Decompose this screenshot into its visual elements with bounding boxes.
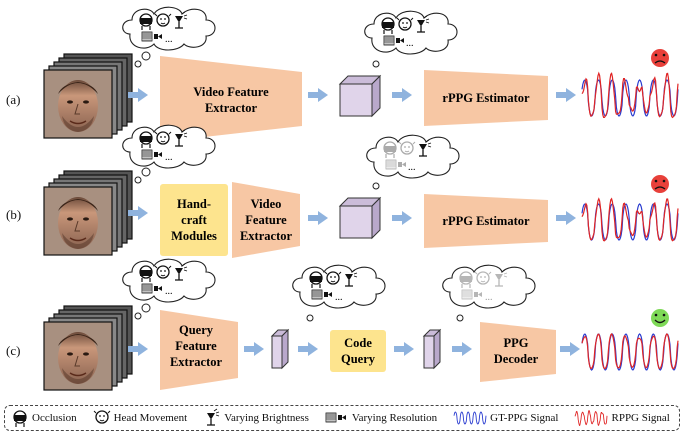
legend-occlusion: Occlusion — [11, 408, 77, 428]
feature-cube-a — [339, 75, 381, 117]
legend-head-movement: Head Movement — [92, 408, 188, 428]
ellipsis-text: ... — [165, 152, 173, 163]
code-query-label-2: Query — [341, 352, 376, 366]
estimator-b-label: rPPG Estimator — [442, 214, 530, 228]
rppg-estimator-a — [424, 70, 548, 126]
occlusion-icon — [13, 410, 27, 428]
rppg-signal-line — [581, 71, 679, 119]
cloud-small-b2 — [372, 182, 380, 190]
arrow-a4 — [556, 88, 576, 102]
row-label-b: (b) — [6, 207, 21, 222]
arrow-c4 — [394, 342, 414, 356]
ellipsis-text: ... — [408, 162, 416, 173]
extractor-b-label-2: Feature — [245, 213, 287, 227]
rppg-estimator-b — [424, 194, 548, 248]
cloud-small-c2 — [306, 314, 314, 322]
decoder-label-1: PPG — [504, 336, 529, 350]
extractor-a-label-2: Extractor — [205, 101, 258, 115]
sad-face-b — [651, 175, 669, 193]
resolution-icon — [325, 412, 347, 423]
signal-plot-a — [581, 71, 679, 119]
extractor-c-label-2: Feature — [175, 339, 217, 353]
handcraft-label-3: Modules — [171, 229, 217, 243]
legend-head-movement-label: Head Movement — [113, 412, 188, 424]
extractor-b-label-1: Video — [251, 197, 282, 211]
arrow-c2 — [244, 342, 264, 356]
signal-plot-c — [581, 332, 679, 371]
query-feature-extractor-c — [160, 310, 238, 390]
ellipsis-text: ... — [165, 286, 173, 297]
legend-rppg-signal: RPPG Signal — [574, 410, 670, 426]
happy-face-c — [651, 309, 669, 327]
legend-brightness-label: Varying Brightness — [224, 412, 309, 424]
cloud-small-a — [134, 51, 151, 68]
arrow-b2 — [308, 211, 328, 225]
cloud-small-c — [134, 303, 151, 320]
extractor-a-label-1: Video Feature — [193, 85, 269, 99]
legend-gt-signal: GT-PPG Signal — [453, 410, 558, 426]
legend-resolution: Varying Resolution — [325, 410, 437, 426]
arrow-a3 — [392, 88, 412, 102]
extractor-c-label-3: Extractor — [170, 355, 223, 369]
query-cube-c1 — [271, 329, 289, 369]
video-frames-b — [43, 170, 133, 256]
extractor-c-label-1: Query — [179, 323, 214, 337]
handcraft-modules-b — [160, 184, 228, 256]
estimator-a-label: rPPG Estimator — [442, 91, 530, 105]
arrow-b4 — [556, 211, 576, 225]
cloud-small-c3 — [456, 314, 464, 322]
handcraft-label-1: Hand- — [177, 197, 211, 211]
arrow-a2 — [308, 88, 328, 102]
decoder-label-2: Decoder — [494, 352, 539, 366]
legend-rppg-signal-label: RPPG Signal — [611, 412, 670, 424]
legend-wave-line — [575, 410, 608, 426]
head-movement-icon — [92, 410, 111, 424]
extractor-b-label-3: Extractor — [240, 229, 293, 243]
rppg-signal-line — [581, 332, 679, 370]
video-frames-a — [43, 53, 133, 139]
cloud-small-b — [134, 167, 151, 184]
arrow-c6 — [560, 342, 580, 356]
legend-occlusion-label: Occlusion — [32, 412, 77, 424]
arrow-c3 — [298, 342, 318, 356]
video-feature-extractor-a — [160, 56, 302, 142]
ellipsis-text: ... — [335, 292, 343, 303]
video-frames-c — [43, 305, 133, 391]
rppg-signal-swatch — [575, 410, 608, 426]
ellipsis-text: ... — [165, 34, 173, 45]
video-feature-extractor-b — [232, 182, 300, 258]
cloud-small-a2 — [372, 60, 380, 68]
ellipsis-text: ... — [406, 38, 414, 49]
arrow-c5 — [452, 342, 472, 356]
handcraft-label-2: craft — [181, 213, 208, 227]
legend-gt-signal-label: GT-PPG Signal — [490, 412, 559, 424]
arrow-b3 — [392, 211, 412, 225]
legend-wave-line — [453, 411, 487, 425]
legend-resolution-label: Varying Resolution — [351, 412, 438, 424]
legend-box: Occlusion Head Movement Varying Brightne… — [4, 405, 680, 431]
row-label-c: (c) — [6, 343, 20, 358]
row-label-a: (a) — [6, 92, 20, 107]
gt-signal-swatch — [453, 411, 487, 425]
legend-brightness: Varying Brightness — [203, 408, 309, 428]
signal-plot-b — [581, 197, 679, 242]
feature-cube-b — [339, 197, 381, 239]
sad-face-a — [651, 49, 669, 67]
query-cube-c2 — [423, 329, 441, 369]
rppg-signal-line — [581, 197, 679, 242]
ppg-decoder-c — [480, 322, 556, 382]
brightness-icon — [206, 408, 220, 426]
code-query-c — [330, 330, 386, 372]
ellipsis-text: ... — [485, 292, 493, 303]
code-query-label-1: Code — [344, 336, 372, 350]
